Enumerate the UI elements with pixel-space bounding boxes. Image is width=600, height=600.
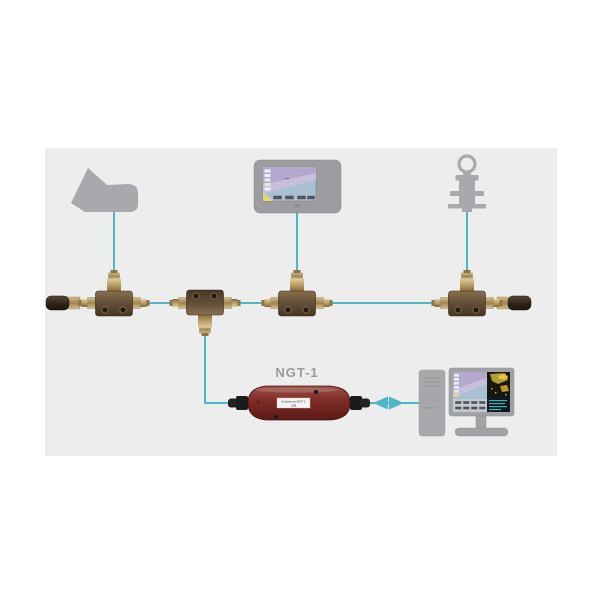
softkey [454,374,459,377]
tower-drive-bay [423,393,439,402]
gateway-label [276,397,311,409]
screen-button [478,406,486,410]
gateway-label-subtext: USB [291,403,297,407]
ngt1-title-label: NGT-1 [275,365,318,380]
terminator-cap [45,295,70,311]
screen-button [454,406,462,410]
antenna-body-upper [459,180,475,192]
map-sand [263,192,273,201]
screen-button [296,195,307,200]
gateway-right-plug [350,396,362,410]
gateway-right-cable [360,398,370,408]
tower-slot [424,407,438,409]
gateway-left-plug [236,396,248,410]
monitor-button-rows [454,400,486,410]
gateway-led [256,400,260,404]
bottom-button-row [272,195,316,200]
screen-button [470,400,478,405]
screen-button [478,400,486,405]
gateway-drop-cable [204,330,232,404]
ngt1-usb-gateway: NGT-1 Actisense NGT-1 USB [228,365,370,421]
tower-case [418,369,446,437]
tower-vent [424,381,440,383]
monitor-map-shallow [453,378,487,397]
monitor-stand-neck [475,415,487,430]
softkey [454,378,459,381]
softkey-column [264,169,271,191]
screen-button [470,406,478,410]
softkey [264,178,271,182]
antenna-base-flange [448,204,486,209]
gateway-label-text: Actisense NGT-1 [281,400,305,404]
softkey [264,174,271,177]
screen-button [284,195,295,200]
softkey [264,183,271,186]
antenna-flange [450,191,484,196]
gateway-left-cable [228,398,238,408]
map-land [263,167,316,185]
bezel-notch [294,204,300,207]
antenna-stub [462,208,472,212]
data-panel-text-lines [489,400,507,411]
antenna-neck [463,171,471,176]
softkey [454,382,459,385]
softkey [454,390,459,393]
softkey [454,394,459,397]
tower-vent [424,385,440,387]
gateway-screw [273,414,279,420]
radar-echoes [490,373,509,396]
screen-button [462,406,470,410]
screen-button [306,195,316,200]
pc-monitor-icon [448,367,515,437]
gateway-highlight [255,387,339,393]
terminator-left [45,295,81,311]
map-label [298,170,305,172]
gps-antenna-icon [448,154,486,212]
pc-tower-icon [418,369,446,437]
gateway-screw [313,389,319,395]
tower-vent [424,377,440,379]
bezel-keypad-dots [324,172,333,195]
terminator-cap [507,295,532,311]
screen-button [454,400,462,405]
map-marker [285,178,289,180]
softkey [454,386,459,389]
screen-button [272,195,283,200]
map-shallow [263,173,316,194]
depth-transducer-icon [71,168,138,212]
monitor-softkey-column [454,374,459,397]
monitor-map-land [453,372,487,390]
arrow-left-icon [373,396,388,410]
usb-bidirectional-arrow [373,396,404,410]
antenna-body-lower [459,196,475,204]
arrow-right-icon [389,396,404,410]
softkey [264,187,271,191]
chartplotter-display [253,159,342,214]
monitor-stand-base [454,427,509,437]
softkey [264,169,271,173]
screen-button [462,400,470,405]
antenna-cap [455,175,479,181]
